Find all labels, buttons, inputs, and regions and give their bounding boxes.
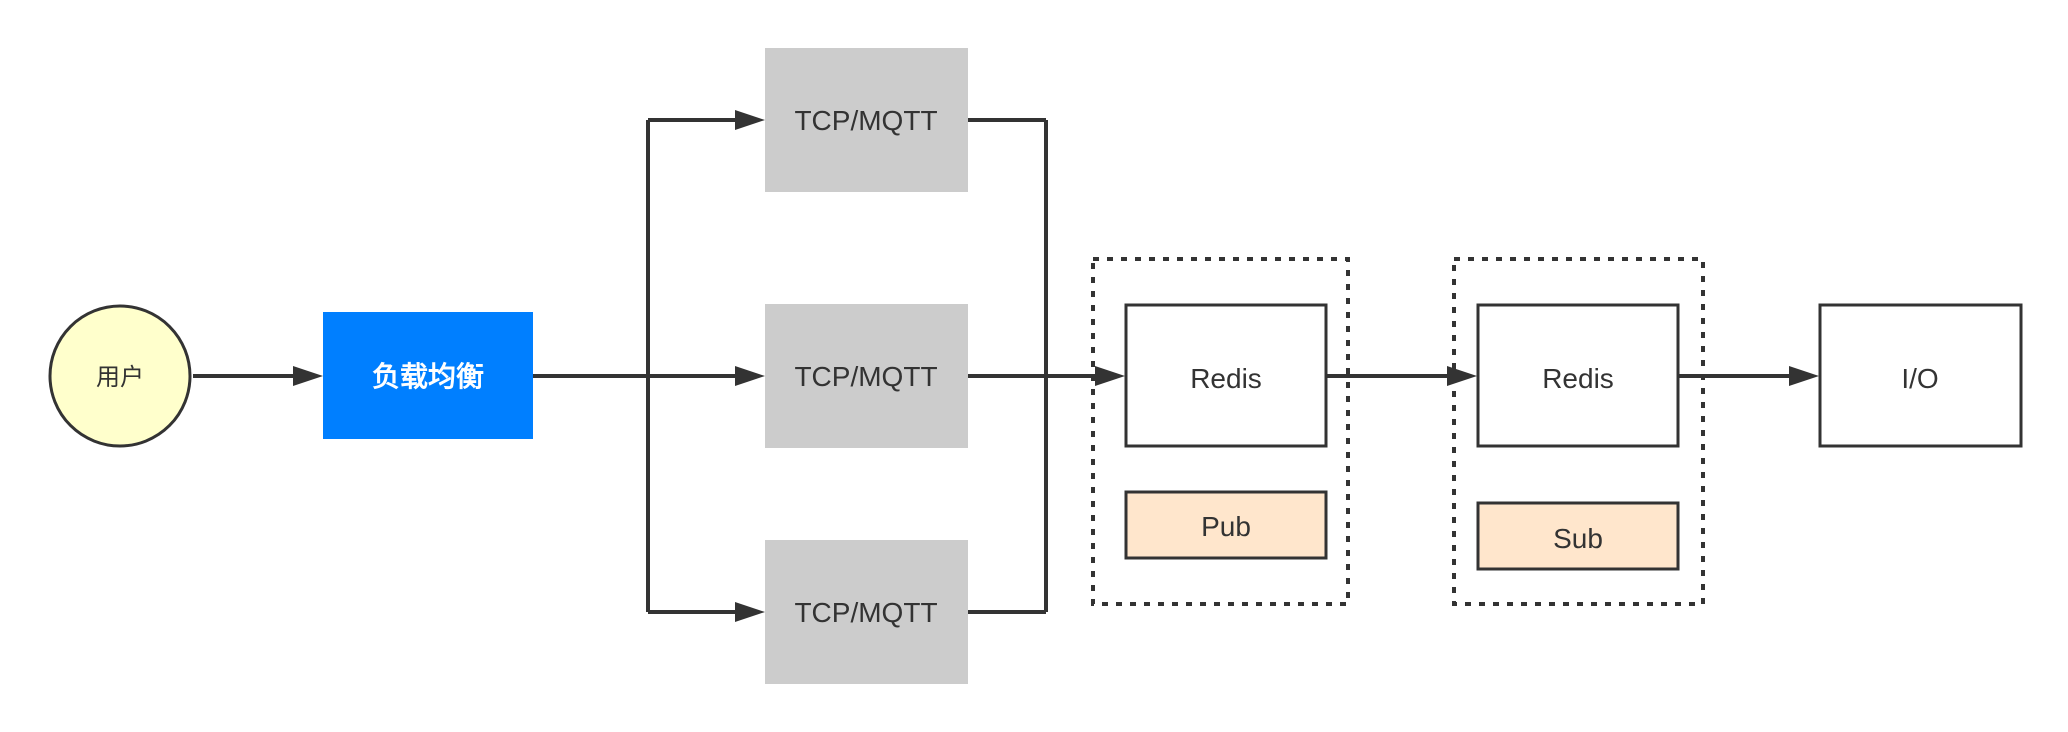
load-balancer-node-label: 负载均衡	[372, 360, 484, 393]
tcp-node-bottom-shape	[765, 540, 968, 684]
redis-sub-node: Redis	[1476, 303, 1680, 448]
io-node-shape	[1818, 303, 2023, 448]
sub-tag-shape	[1476, 501, 1680, 571]
arrowhead-tcp-bottom	[735, 602, 765, 622]
pub-group-container	[1091, 257, 1350, 606]
tcp-node-middle-shape	[765, 304, 968, 448]
tcp-node-middle-label: TCP/MQTT	[794, 361, 937, 392]
user-node-shape	[48, 304, 192, 448]
sub-tag-label: Sub	[1553, 523, 1603, 554]
pub-tag-label: Pub	[1201, 511, 1251, 542]
io-node: I/O	[1818, 303, 2023, 448]
redis-sub-node-shape	[1476, 303, 1680, 448]
load-balancer-node-shape	[323, 312, 533, 439]
sub-tag: Sub	[1476, 501, 1680, 571]
tcp-node-top-label: TCP/MQTT	[794, 105, 937, 136]
pub-tag-shape	[1124, 490, 1328, 560]
tcp-node-top: TCP/MQTT	[765, 48, 968, 192]
redis-pub-node: Redis	[1124, 303, 1328, 448]
edges	[193, 110, 1819, 622]
arrowhead-tcp-top	[735, 110, 765, 130]
tcp-node-top-shape	[765, 48, 968, 192]
load-balancer-node: 负载均衡	[323, 312, 533, 439]
redis-pub-node-label: Redis	[1190, 363, 1262, 394]
pub-tag: Pub	[1124, 490, 1328, 560]
arrowhead-io	[1789, 366, 1819, 386]
io-node-label: I/O	[1901, 363, 1938, 394]
redis-sub-node-label: Redis	[1542, 363, 1614, 394]
arrowhead-redis-pub	[1095, 366, 1125, 386]
redis-pub-node-shape	[1124, 303, 1328, 448]
sub-group-container	[1452, 257, 1705, 606]
user-node-label: 用户	[96, 363, 144, 391]
arrowhead-redis-sub	[1447, 366, 1477, 386]
arrowhead-tcp-middle	[735, 366, 765, 386]
tcp-node-middle: TCP/MQTT	[765, 304, 968, 448]
tcp-node-bottom: TCP/MQTT	[765, 540, 968, 684]
tcp-node-bottom-label: TCP/MQTT	[794, 597, 937, 628]
arrowhead-load-balancer	[293, 366, 323, 386]
user-node: 用户	[48, 304, 192, 448]
